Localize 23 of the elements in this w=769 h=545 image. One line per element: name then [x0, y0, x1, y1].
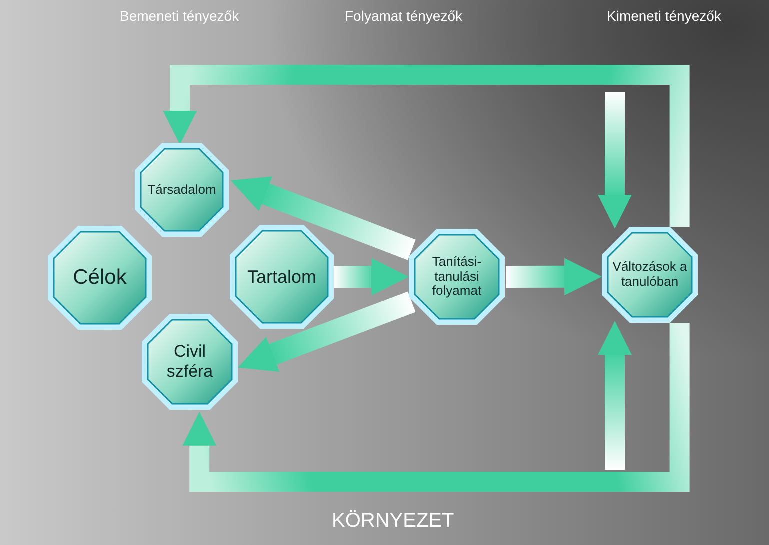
node-label: Tartalom: [247, 266, 317, 288]
node-label: Változások a tanulóban: [612, 260, 688, 290]
octagon-node: [409, 229, 505, 325]
block-arrow: [506, 258, 602, 296]
column-heading: Bemeneti tényezők: [120, 8, 240, 24]
block-arrow: [163, 65, 690, 227]
block-arrow: [238, 292, 416, 372]
octagon-node: [142, 314, 238, 410]
block-arrow: [598, 92, 632, 229]
node-label: Társadalom: [148, 182, 216, 198]
octagon-node: [602, 227, 698, 323]
node-label: Célok: [73, 266, 127, 290]
octagon-node: [230, 225, 334, 329]
environment-label: KÖRNYEZET: [332, 510, 454, 533]
node-label: Tanítási- tanulási folyamat: [431, 254, 483, 300]
node-label: Civil szféra: [166, 342, 214, 382]
octagon-node: [135, 143, 229, 237]
column-heading: Folyamat tényezők: [345, 8, 462, 24]
block-arrow: [182, 323, 690, 492]
octagon-node: [48, 226, 152, 330]
column-heading: Kimeneti tényezők: [607, 8, 722, 24]
block-arrow: [230, 176, 416, 260]
block-arrow: [598, 321, 632, 470]
